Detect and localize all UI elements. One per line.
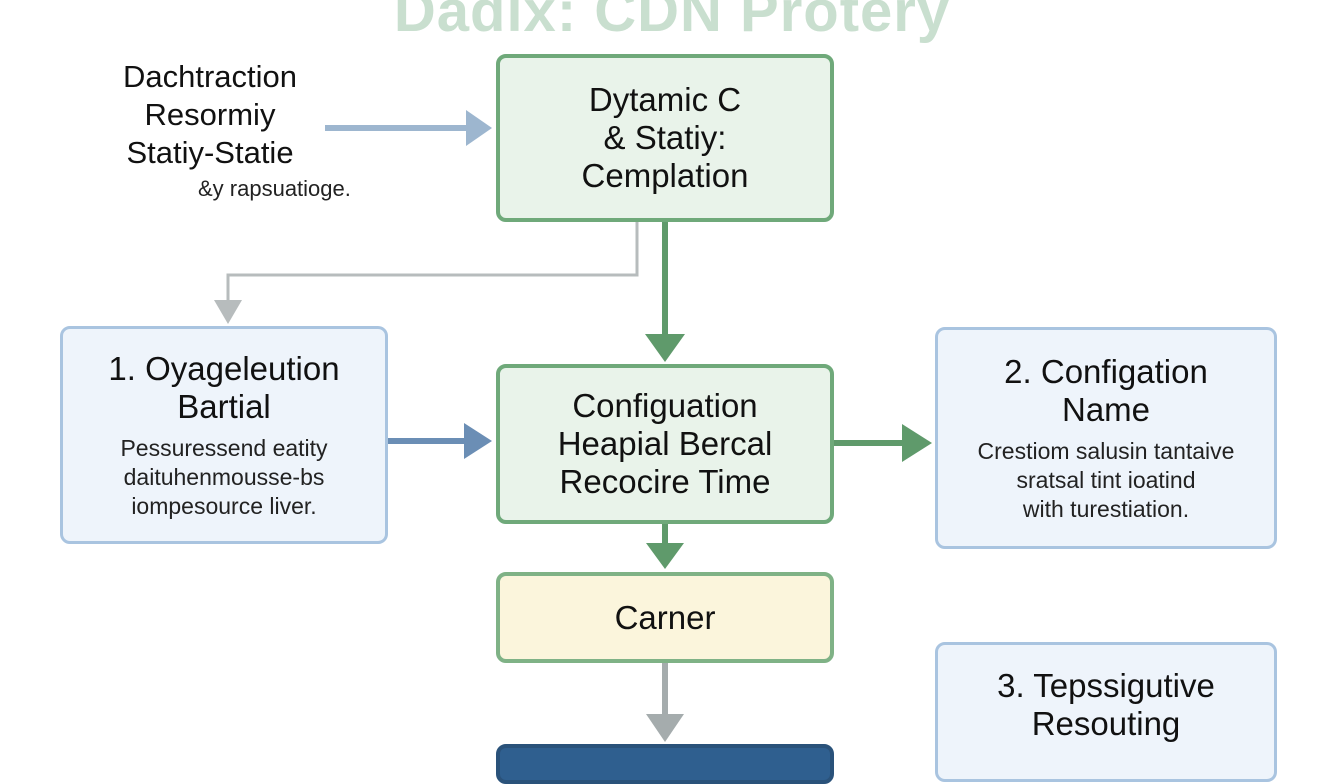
arrow-head-yellow-to-navy xyxy=(646,714,684,742)
box-title-line: 2. Configation xyxy=(1004,352,1208,390)
box-line: Cemplation xyxy=(581,157,749,194)
box-title-line: Bartial xyxy=(177,387,271,425)
box-line: Recocire Time xyxy=(559,463,771,500)
box-text-line: iompesource liver. xyxy=(131,492,317,519)
bottom-process-box xyxy=(496,744,834,784)
box-line: Configuation xyxy=(572,387,758,424)
box-line: Heapial Bercal xyxy=(557,425,773,462)
box-title-line: Name xyxy=(1061,390,1151,428)
bottom-right-step-box: 3. Tepssigutive Resouting xyxy=(935,642,1277,782)
note-subtext: &y rapsuatioge. xyxy=(198,176,351,201)
arrow-head-top-to-left xyxy=(214,300,242,324)
box-text-line: Crestiom salusin tantaive xyxy=(977,437,1235,464)
box-line: & Statiy: xyxy=(603,119,727,156)
box-text-line: daituhenmousse-bs xyxy=(123,463,325,490)
box-line: Dytamic C xyxy=(588,81,742,118)
arrow-head-note-to-top xyxy=(466,110,492,146)
arrow-head-left-to-center xyxy=(464,423,492,459)
box-text-line: Pessuressend eatity xyxy=(120,434,328,461)
top-process-box: Dytamic C & Statiy: Cemplation xyxy=(496,54,834,222)
note-line: Resormiy xyxy=(144,97,276,132)
center-process-box: Configuation Heapial Bercal Recocire Tim… xyxy=(496,364,834,524)
diagram-title: Dadix: CDN Protery xyxy=(393,0,951,44)
note-line: Statiy-Statie xyxy=(126,135,294,170)
box-title-line: 3. Tepssigutive xyxy=(997,667,1215,704)
annotation-note: Dachtraction Resormiy Statiy-Statie &y r… xyxy=(60,58,360,201)
box-title-line: 1. Oyageleution xyxy=(108,349,340,387)
arrow-head-center-to-yellow xyxy=(646,543,684,569)
connector-layer xyxy=(214,110,932,742)
arrow-top-to-left xyxy=(226,222,639,305)
yellow-process-box: Carner xyxy=(496,572,834,663)
box-text-line: with turestiation. xyxy=(1022,495,1190,522)
left-step-box: 1. Oyageleution Bartial Pessuressend eat… xyxy=(60,326,388,544)
arrow-head-center-to-right xyxy=(902,424,932,462)
arrow-head-top-to-center xyxy=(645,334,685,362)
right-step-box: 2. Configation Name Crestiom salusin tan… xyxy=(935,327,1277,549)
box-title-line: Resouting xyxy=(1031,705,1181,742)
note-line: Dachtraction xyxy=(122,59,298,94)
box-label: Carner xyxy=(614,598,716,636)
box-text-line: sratsal tint ioatind xyxy=(1016,466,1196,493)
